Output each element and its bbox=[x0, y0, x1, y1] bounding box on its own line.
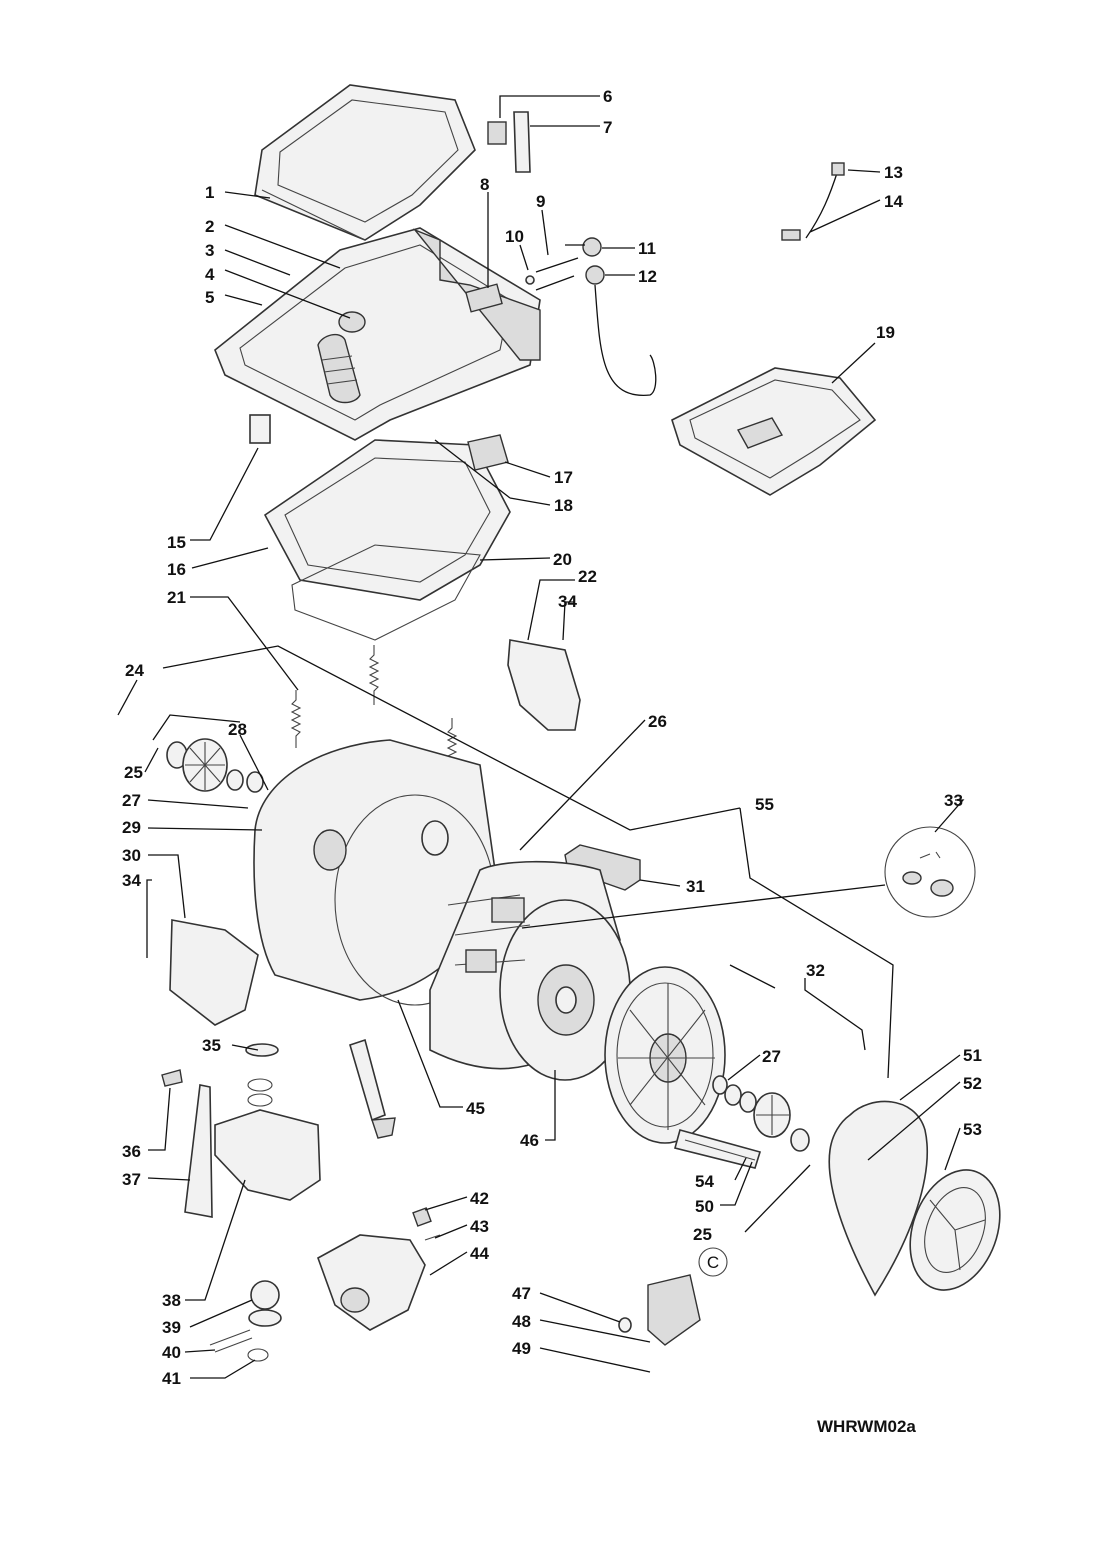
callout-41: 41 bbox=[162, 1369, 181, 1388]
callout-38: 38 bbox=[162, 1291, 181, 1310]
part-shock-absorbers bbox=[161, 1038, 396, 1218]
callout-37: 37 bbox=[122, 1170, 141, 1189]
callout-29: 29 bbox=[122, 818, 141, 837]
part-counterweight-22 bbox=[507, 639, 581, 731]
callout-9: 9 bbox=[536, 192, 545, 211]
part-belt-51 bbox=[828, 1100, 929, 1297]
callout-26: 26 bbox=[648, 712, 667, 731]
callout-35: 35 bbox=[202, 1036, 221, 1055]
part-connector-8 bbox=[465, 283, 503, 313]
callout-15: 15 bbox=[167, 533, 186, 552]
callout-46: 46 bbox=[520, 1131, 539, 1150]
callout-1: 1 bbox=[205, 183, 214, 202]
callout-39: 39 bbox=[162, 1318, 181, 1337]
leader-lines bbox=[117, 95, 965, 1379]
callout-25-right: 25 bbox=[693, 1225, 712, 1244]
part-filter-box-38 bbox=[214, 1109, 321, 1201]
callout-16: 16 bbox=[167, 560, 186, 579]
callout-24: 24 bbox=[125, 661, 144, 680]
callout-10: 10 bbox=[505, 227, 524, 246]
callout-34-left: 34 bbox=[122, 871, 141, 890]
callout-50: 50 bbox=[695, 1197, 714, 1216]
callout-32: 32 bbox=[806, 961, 825, 980]
part-counterweight-30 bbox=[169, 919, 259, 1026]
callout-5: 5 bbox=[205, 288, 214, 307]
callout-40: 40 bbox=[162, 1343, 181, 1362]
part-drain-hose bbox=[209, 1280, 282, 1362]
callout-8: 8 bbox=[480, 175, 489, 194]
callout-labels: 1 2 3 4 5 6 7 8 9 10 11 12 13 14 15 16 1… bbox=[122, 87, 982, 1388]
callout-43: 43 bbox=[470, 1217, 489, 1236]
drawing-code: WHRWM02a bbox=[817, 1417, 916, 1436]
callout-22: 22 bbox=[578, 567, 597, 586]
callout-21: 21 bbox=[167, 588, 186, 607]
callout-symbol: C bbox=[707, 1253, 719, 1272]
callout-33: 33 bbox=[944, 791, 963, 810]
callout-11: 11 bbox=[638, 239, 656, 258]
callout-34-top: 34 bbox=[558, 592, 577, 611]
callout-7: 7 bbox=[603, 118, 612, 137]
part-drain-pump bbox=[317, 1207, 441, 1331]
callout-44: 44 bbox=[470, 1244, 489, 1263]
callout-55: 55 bbox=[755, 795, 774, 814]
callout-13: 13 bbox=[884, 163, 903, 182]
part-detail-33 bbox=[884, 826, 976, 918]
part-valve-hose bbox=[565, 237, 657, 396]
callout-54: 54 bbox=[695, 1172, 714, 1191]
callout-14: 14 bbox=[884, 192, 903, 211]
part-heater bbox=[674, 1129, 762, 1169]
callout-20: 20 bbox=[553, 550, 572, 569]
callout-19: 19 bbox=[876, 323, 895, 342]
part-bearing-right bbox=[712, 1075, 810, 1152]
callout-18: 18 bbox=[554, 496, 573, 515]
callout-27-right: 27 bbox=[762, 1047, 781, 1066]
callout-47: 47 bbox=[512, 1284, 531, 1303]
part-top-lid bbox=[254, 84, 476, 241]
callout-52: 52 bbox=[963, 1074, 982, 1093]
callout-45: 45 bbox=[466, 1099, 485, 1118]
part-switch bbox=[434, 434, 511, 499]
callout-49: 49 bbox=[512, 1339, 531, 1358]
callout-36: 36 bbox=[122, 1142, 141, 1161]
part-top-cover bbox=[671, 367, 877, 496]
callout-6: 6 bbox=[603, 87, 612, 106]
part-bracket bbox=[487, 111, 531, 173]
callout-27-left: 27 bbox=[122, 791, 141, 810]
callout-4: 4 bbox=[205, 265, 215, 284]
callout-30: 30 bbox=[122, 846, 141, 865]
part-power-cable bbox=[781, 162, 845, 241]
part-plate-15 bbox=[249, 414, 271, 444]
callout-12: 12 bbox=[638, 267, 657, 286]
callout-28: 28 bbox=[228, 720, 247, 739]
callout-48: 48 bbox=[512, 1312, 531, 1331]
part-module-47: C bbox=[618, 1247, 728, 1346]
part-pulley-53 bbox=[909, 1169, 1001, 1291]
callout-51: 51 bbox=[963, 1046, 982, 1065]
part-top-frame bbox=[214, 227, 541, 441]
part-bearing-left bbox=[166, 738, 264, 793]
part-drum bbox=[429, 860, 631, 1081]
callout-31: 31 bbox=[686, 877, 705, 896]
callout-2: 2 bbox=[205, 217, 214, 236]
part-tub-frame bbox=[263, 439, 511, 641]
part-tub-front bbox=[604, 966, 726, 1144]
callout-42: 42 bbox=[470, 1189, 489, 1208]
part-rods bbox=[525, 257, 579, 291]
callout-25-left: 25 bbox=[124, 763, 143, 782]
callout-53: 53 bbox=[963, 1120, 982, 1139]
callout-17: 17 bbox=[554, 468, 573, 487]
callout-3: 3 bbox=[205, 241, 214, 260]
